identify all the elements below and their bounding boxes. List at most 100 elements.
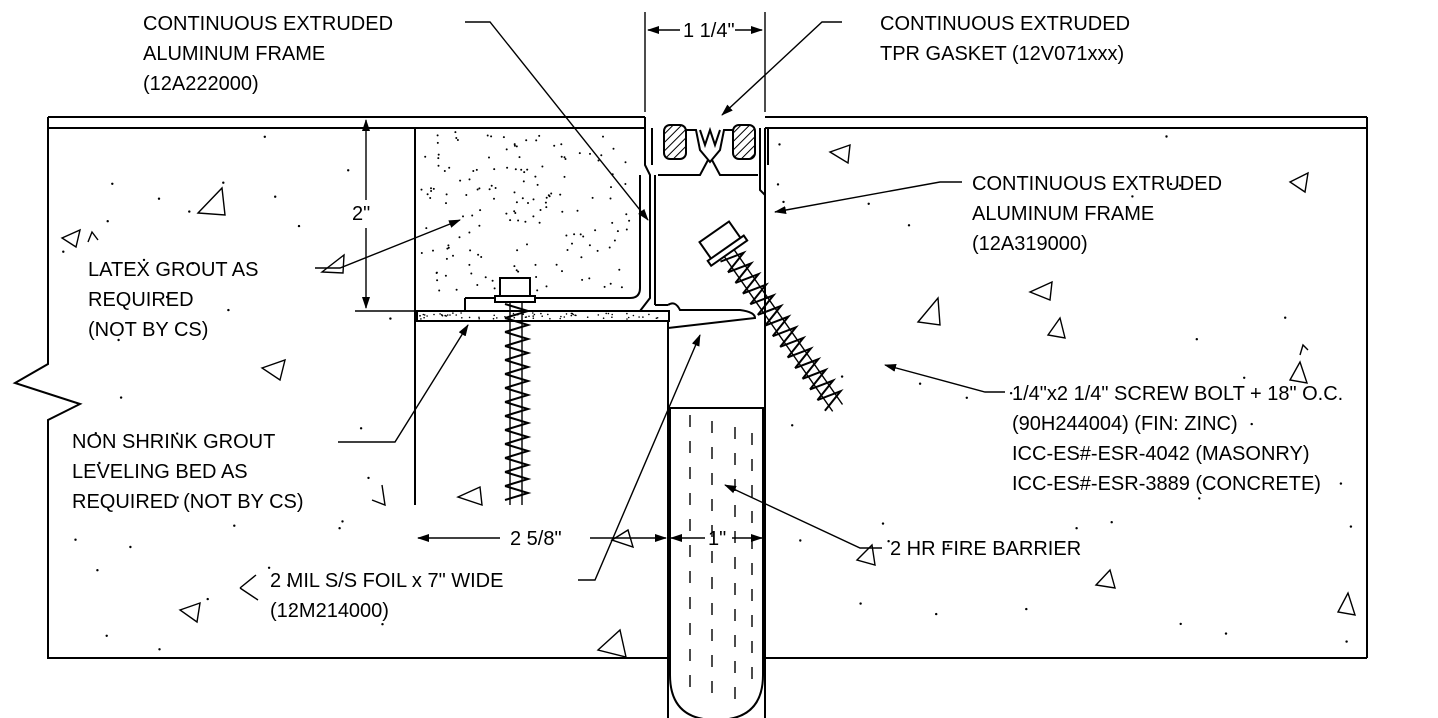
bed-speck bbox=[439, 313, 441, 315]
bed-speck bbox=[468, 316, 471, 319]
label-latex-grout: LATEX GROUT AS REQUIRED (NOT BY CS) bbox=[88, 259, 258, 341]
concrete-speck bbox=[338, 527, 341, 530]
concrete-speck bbox=[1169, 182, 1173, 186]
concrete-speck bbox=[263, 135, 266, 138]
bed-speck bbox=[626, 312, 628, 315]
screw-thread bbox=[504, 471, 532, 487]
grout-speck bbox=[445, 202, 447, 205]
bed-speck bbox=[460, 312, 462, 314]
grout-speck bbox=[520, 168, 523, 171]
screw-core bbox=[733, 249, 844, 405]
screw-thread bbox=[504, 401, 532, 417]
concrete-speck bbox=[840, 375, 844, 378]
concrete-speck bbox=[389, 317, 392, 320]
grout-speck bbox=[426, 193, 429, 196]
dim-depth-text: 2" bbox=[352, 203, 370, 225]
concrete-speck bbox=[1198, 497, 1201, 500]
grout-speck bbox=[448, 166, 451, 169]
bed-speck bbox=[461, 317, 463, 319]
grout-speck bbox=[476, 188, 479, 191]
bed-speck bbox=[602, 317, 605, 320]
concrete-speck bbox=[142, 258, 146, 262]
grout-speck bbox=[532, 215, 535, 218]
concrete-speck bbox=[1075, 527, 1078, 530]
concrete-speck bbox=[289, 607, 292, 610]
label-gasket: CONTINUOUS EXTRUDED TPR GASKET (12V071xx… bbox=[880, 13, 1130, 65]
bed-speck bbox=[452, 312, 454, 314]
bed-speck bbox=[512, 312, 515, 315]
svg-text:ICC-ES#-ESR-4042 (MASONRY): ICC-ES#-ESR-4042 (MASONRY) bbox=[1012, 443, 1309, 465]
latex-grout-area bbox=[415, 127, 645, 292]
grout-speck bbox=[600, 154, 603, 157]
grout-speck bbox=[624, 161, 627, 164]
concrete-speck bbox=[94, 432, 98, 435]
grout-speck bbox=[534, 263, 537, 266]
concrete-speck bbox=[946, 544, 950, 547]
svg-text:(NOT BY CS): (NOT BY CS) bbox=[88, 319, 208, 341]
grout-speck bbox=[561, 210, 564, 213]
concrete-speck bbox=[1210, 487, 1214, 490]
grout-speck bbox=[459, 179, 462, 182]
bed-speck bbox=[540, 312, 542, 315]
bed-speck bbox=[642, 316, 644, 318]
concrete-speck bbox=[1349, 525, 1353, 528]
screw-thread bbox=[504, 345, 532, 361]
grout-speck bbox=[490, 184, 493, 187]
grout-speck bbox=[566, 249, 569, 251]
bed-speck bbox=[433, 313, 435, 316]
grout-speck bbox=[488, 188, 491, 191]
grout-speck bbox=[456, 139, 459, 141]
grout-speck bbox=[436, 279, 439, 282]
bed-speck bbox=[513, 316, 516, 319]
concrete-speck bbox=[98, 461, 101, 465]
screw-thread bbox=[735, 271, 762, 295]
screw-thread bbox=[742, 282, 770, 305]
grout-speck bbox=[538, 221, 541, 224]
concrete-speck bbox=[907, 224, 911, 227]
grout-speck bbox=[579, 233, 582, 236]
bed-speck bbox=[565, 313, 568, 315]
aggregate-marks bbox=[60, 143, 1357, 658]
bed-speck bbox=[532, 315, 534, 317]
bed-speck bbox=[493, 314, 496, 317]
vertical-screw-anchor bbox=[494, 277, 536, 505]
bed-speck bbox=[423, 316, 425, 319]
label-non-shrink-grout: NON SHRINK GROUT LEVELING BED AS REQUIRE… bbox=[72, 431, 304, 513]
svg-text:REQUIRED: REQUIRED bbox=[88, 289, 194, 311]
grout-speck bbox=[486, 134, 489, 137]
grout-speck bbox=[516, 249, 519, 252]
bed-speck bbox=[492, 317, 495, 320]
bed-speck bbox=[638, 316, 640, 318]
grout-speck bbox=[476, 284, 479, 286]
bed-speck bbox=[570, 312, 573, 315]
concrete-speck bbox=[1345, 640, 1348, 643]
grout-speck bbox=[458, 236, 461, 239]
grout-speck bbox=[544, 201, 547, 204]
dimension-frame-width: 2 5/8" bbox=[417, 528, 667, 550]
bed-speck bbox=[532, 312, 534, 314]
grout-speck bbox=[591, 196, 594, 199]
concrete-speck bbox=[105, 634, 108, 637]
grout-speck bbox=[478, 187, 481, 190]
grout-speck bbox=[573, 233, 576, 236]
grout-speck bbox=[425, 227, 428, 230]
screw-thread bbox=[772, 325, 799, 348]
grout-speck bbox=[608, 246, 611, 249]
grout-speck bbox=[502, 136, 505, 139]
concrete-speck bbox=[1179, 622, 1182, 626]
svg-text:REQUIRED (NOT BY CS): REQUIRED (NOT BY CS) bbox=[72, 491, 304, 513]
bed-speck bbox=[455, 314, 458, 316]
grout-speck bbox=[618, 268, 621, 271]
concrete-speck bbox=[165, 295, 169, 299]
grout-speck bbox=[559, 193, 562, 196]
grout-speck bbox=[581, 278, 584, 281]
concrete-speck bbox=[1110, 521, 1113, 524]
grout-speck bbox=[536, 183, 539, 186]
svg-text:CONTINUOUS EXTRUDED: CONTINUOUS EXTRUDED bbox=[880, 13, 1130, 35]
bed-speck bbox=[597, 314, 600, 316]
grout-speck bbox=[526, 243, 528, 246]
bed-speck bbox=[420, 318, 422, 320]
concrete-speck bbox=[119, 396, 123, 399]
svg-text:2 MIL S/S FOIL x 7" WIDE: 2 MIL S/S FOIL x 7" WIDE bbox=[270, 570, 503, 592]
